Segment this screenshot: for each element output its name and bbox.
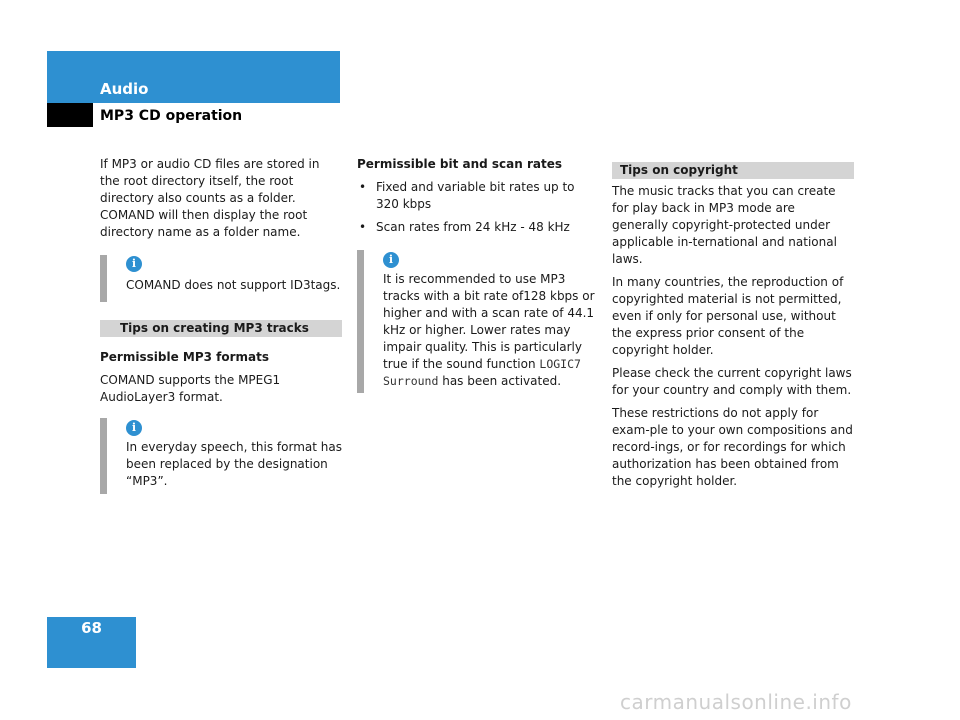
info-text-part: It is recommended to use MP3 tracks with… [383, 272, 595, 371]
watermark: carmanualsonline.info [620, 690, 852, 714]
copyright-paragraph: These restrictions do not apply for exam… [612, 406, 853, 488]
formats-heading: Permissible MP3 formats [100, 350, 270, 364]
info-note-text: COMAND does not support ID3tags. [126, 278, 341, 292]
header-band [47, 51, 340, 103]
page-number-box: 68 [47, 617, 136, 668]
column-left: If MP3 or audio CD files are stored in t… [100, 156, 342, 494]
page-number: 68 [81, 619, 102, 637]
info-note-mp3: i In everyday speech, this format has be… [100, 418, 342, 494]
rates-list: Fixed and variable bit rates up to 320 k… [357, 179, 597, 236]
sound-function-name: LOGIC7 Surround [383, 357, 581, 388]
column-right: Tips on copyright The music tracks that … [612, 162, 854, 496]
info-icon: i [383, 252, 399, 268]
column-middle: Permissible bit and scan rates Fixed and… [357, 156, 597, 393]
section-bar-copyright: Tips on copyright [612, 162, 854, 179]
rates-heading: Permissible bit and scan rates [357, 157, 563, 171]
copyright-paragraph: The music tracks that you can create for… [612, 184, 837, 266]
info-icon: i [126, 420, 142, 436]
info-note-text: In everyday speech, this format has been… [126, 440, 342, 488]
copyright-paragraph: In many countries, the reproduction of c… [612, 275, 844, 357]
info-note-id3: i COMAND does not support ID3tags. [100, 255, 342, 302]
copyright-paragraph: Please check the current copyright laws … [612, 366, 852, 397]
info-text-part: has been activated. [442, 374, 562, 388]
section-title: Audio [100, 80, 149, 98]
info-note-text: It is recommended to use MP3 tracks with… [383, 271, 597, 390]
section-bar-mp3-tips: Tips on creating MP3 tracks [100, 320, 342, 337]
list-item: Scan rates from 24 kHz - 48 kHz [357, 219, 597, 236]
intro-paragraph: If MP3 or audio CD files are stored in t… [100, 157, 320, 239]
info-icon: i [126, 256, 142, 272]
info-note-bitrate: i It is recommended to use MP3 tracks wi… [357, 250, 597, 393]
section-subtitle: MP3 CD operation [100, 108, 243, 124]
formats-text: COMAND supports the MPEG1 AudioLayer3 fo… [100, 373, 281, 404]
list-item: Fixed and variable bit rates up to 320 k… [357, 179, 597, 213]
header-black-tab [47, 103, 93, 127]
